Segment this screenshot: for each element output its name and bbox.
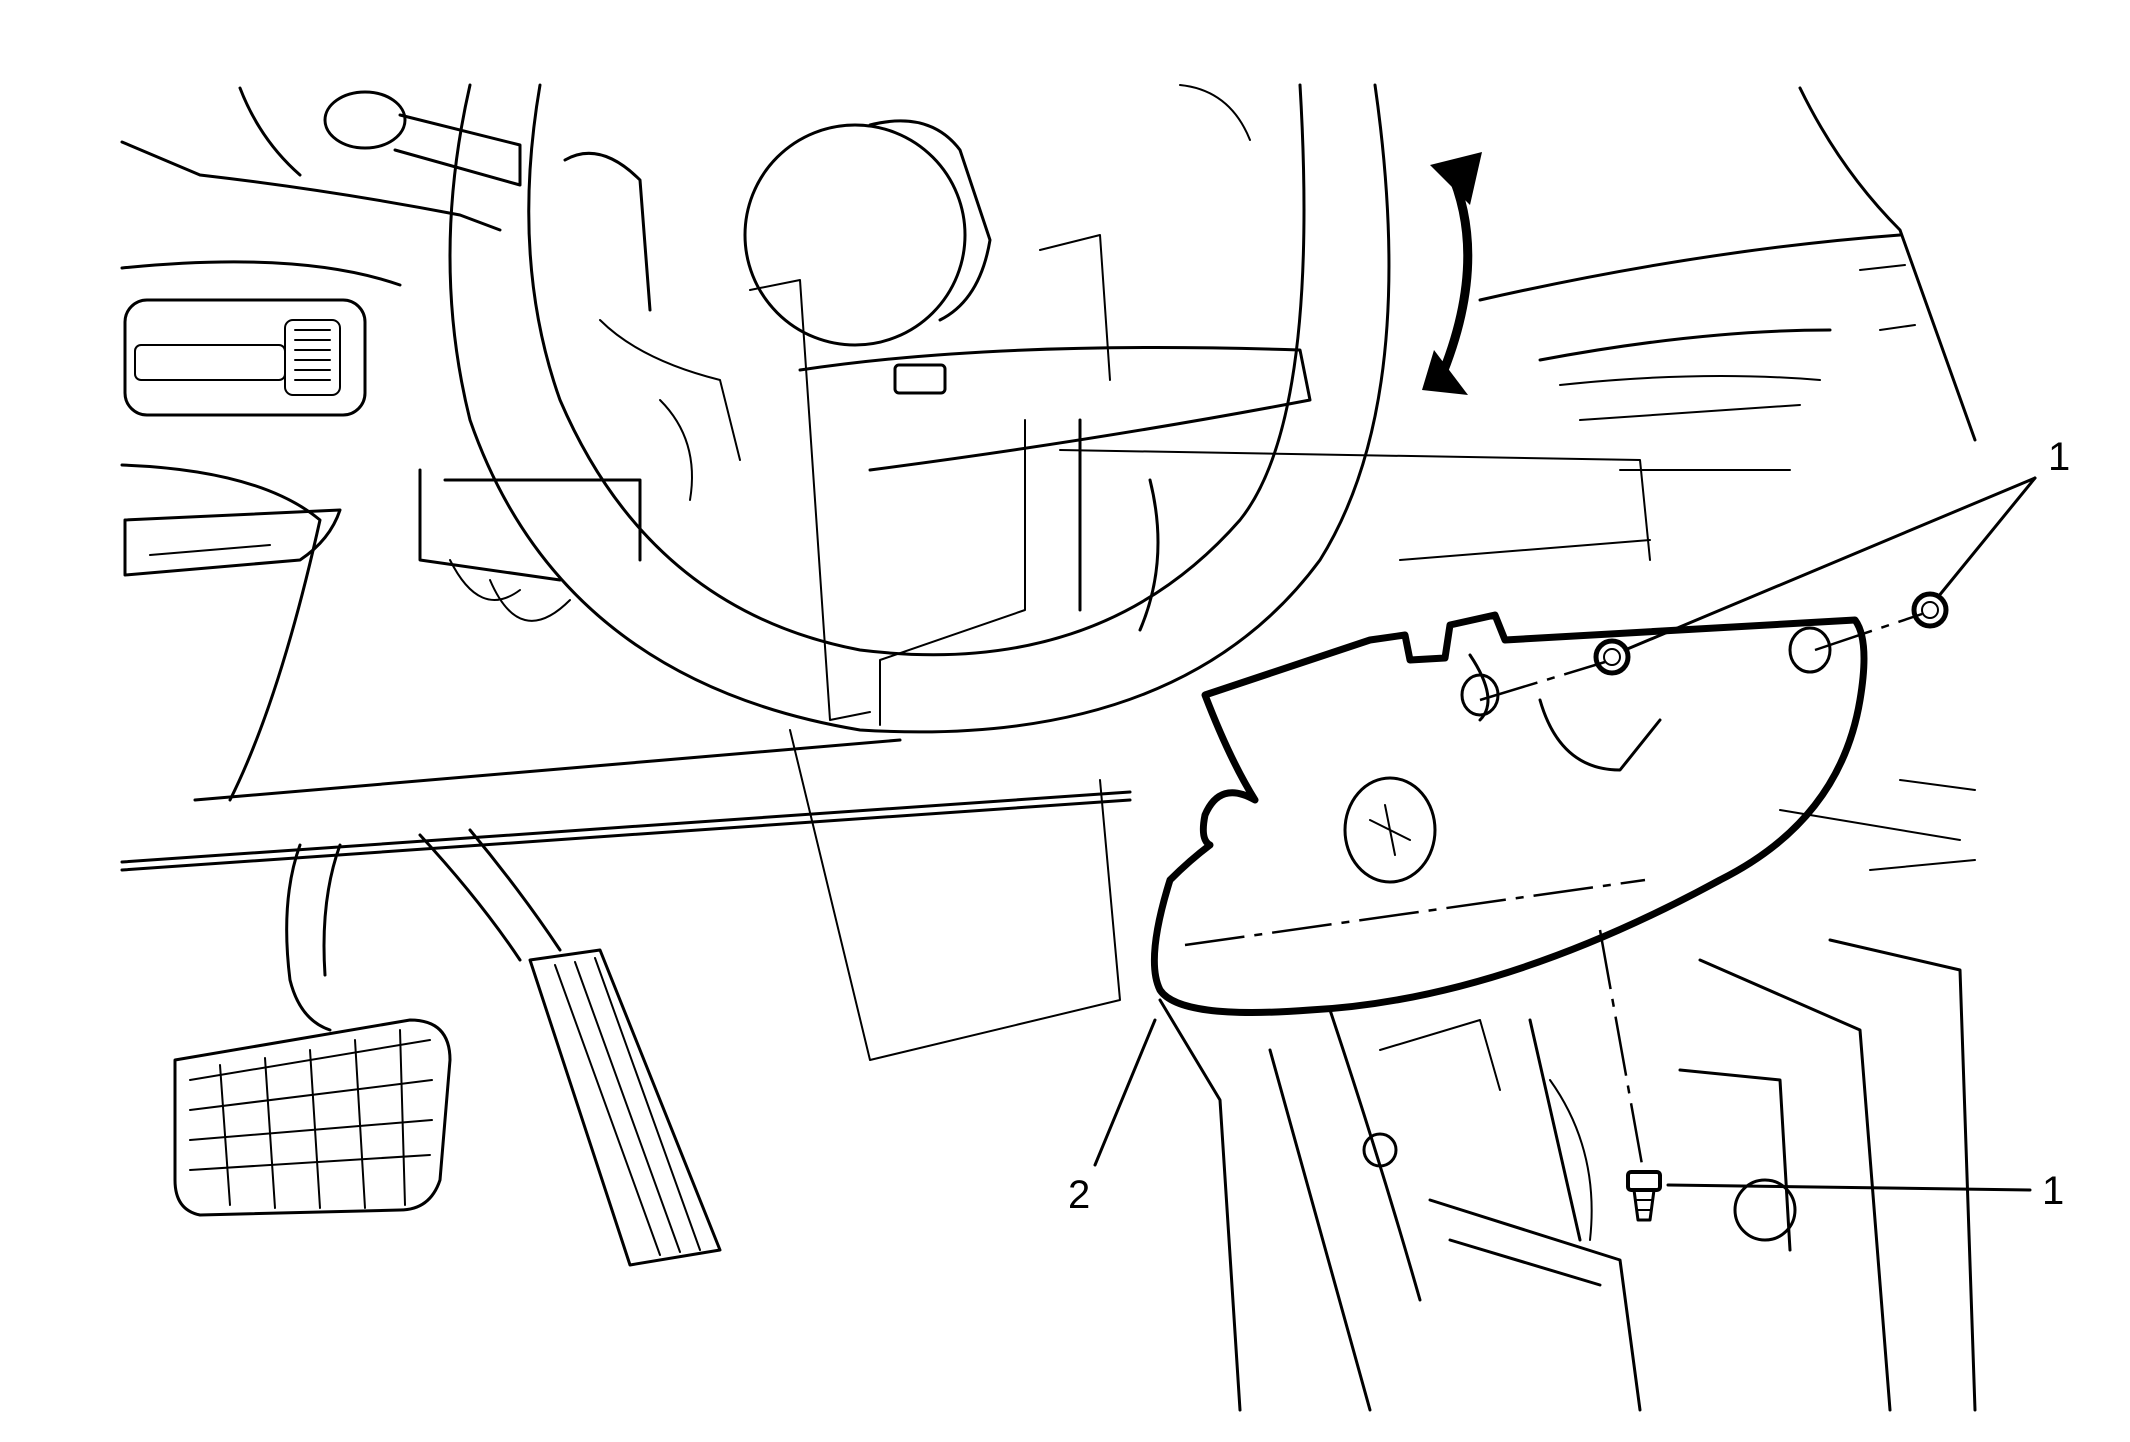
steering-column-internals — [418, 119, 992, 622]
callout-2: 2 — [1068, 1173, 1090, 1217]
lower-bracket — [1158, 779, 1977, 1412]
fastener-upper-right — [1911, 591, 1949, 629]
knee-bolster — [123, 508, 342, 577]
accelerator-pedal — [418, 828, 722, 1267]
fastener-lower-screw — [1626, 1170, 1662, 1222]
steering-column-lower-cover — [1150, 611, 1868, 1016]
steering-wheel — [448, 83, 1391, 734]
fastener-upper-left — [1593, 638, 1631, 676]
leader-lines — [1093, 476, 2037, 1192]
callout-labels: 1 1 2 — [1068, 435, 2070, 1217]
callout-1-upper: 1 — [2048, 435, 2070, 479]
fastener-paths — [1479, 612, 1923, 1171]
brake-pedal — [173, 843, 452, 1217]
headlamp-switch-panel — [123, 298, 367, 417]
tilt-adjust-arrow — [1422, 152, 1482, 395]
stalk-switch — [323, 90, 522, 187]
column-trim-outline — [749, 234, 1651, 1061]
callout-1-lower: 1 — [2042, 1169, 2064, 1213]
instrument-panel — [120, 86, 1977, 872]
